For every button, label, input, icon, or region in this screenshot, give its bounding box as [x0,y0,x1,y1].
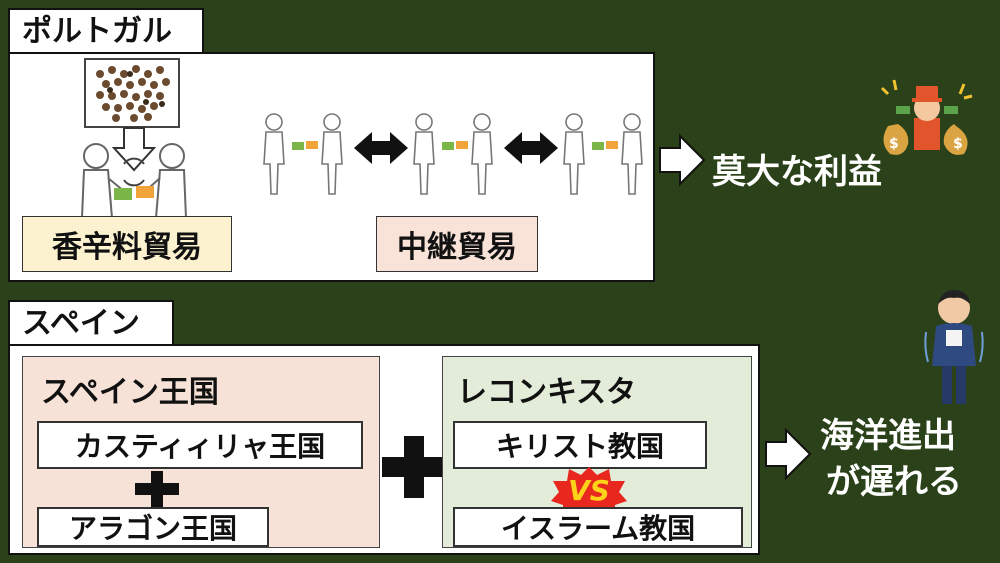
christian-label: キリスト教国 [453,421,707,469]
portugal-title: ポルトガル [8,8,204,54]
portugal-panel: 香辛料貿易 中継貿易 [8,52,655,282]
castile-label: カスティィリャ王国 [37,421,363,469]
islamic-label: イスラーム教国 [453,507,743,547]
delayed-text: が遅れる [826,462,962,502]
right-arrow-icon-2 [765,427,812,481]
spice-beans-icon [96,65,170,122]
right-arrow-icon [659,133,706,187]
vs-burst-icon [551,467,627,517]
spice-trade-label: 香辛料貿易 [22,216,232,272]
svg-text:$: $ [889,136,899,152]
spain-kingdom-title: スペイン王国 [41,375,219,410]
spain-kingdom-box: スペイン王国 カスティィリャ王国 アラゴン王国 [22,356,380,548]
spain-panel: スペイン王国 カスティィリャ王国 アラゴン王国 レコンキスタ キリスト教国 VS… [8,344,760,555]
spice-image [84,58,180,128]
rich-man-icon: $ $ [880,79,973,155]
worried-man-icon [924,290,984,404]
ocean-advance-text: 海洋進出 [820,416,956,456]
reconquista-box: レコンキスタ キリスト教国 VS イスラーム教国 [442,356,752,548]
vs-text: VS [568,474,610,507]
relay-trade-icon [263,113,643,195]
plus-icon [135,471,179,507]
reconquista-title: レコンキスタ [457,375,637,410]
spain-title: スペイン [8,300,174,346]
down-arrow-icon [111,127,157,172]
big-plus-icon [382,436,446,498]
aragon-label: アラゴン王国 [37,507,269,547]
relay-trade-label: 中継貿易 [376,216,538,272]
profit-text: 莫大な利益 [712,152,882,192]
svg-text:$: $ [953,136,963,152]
